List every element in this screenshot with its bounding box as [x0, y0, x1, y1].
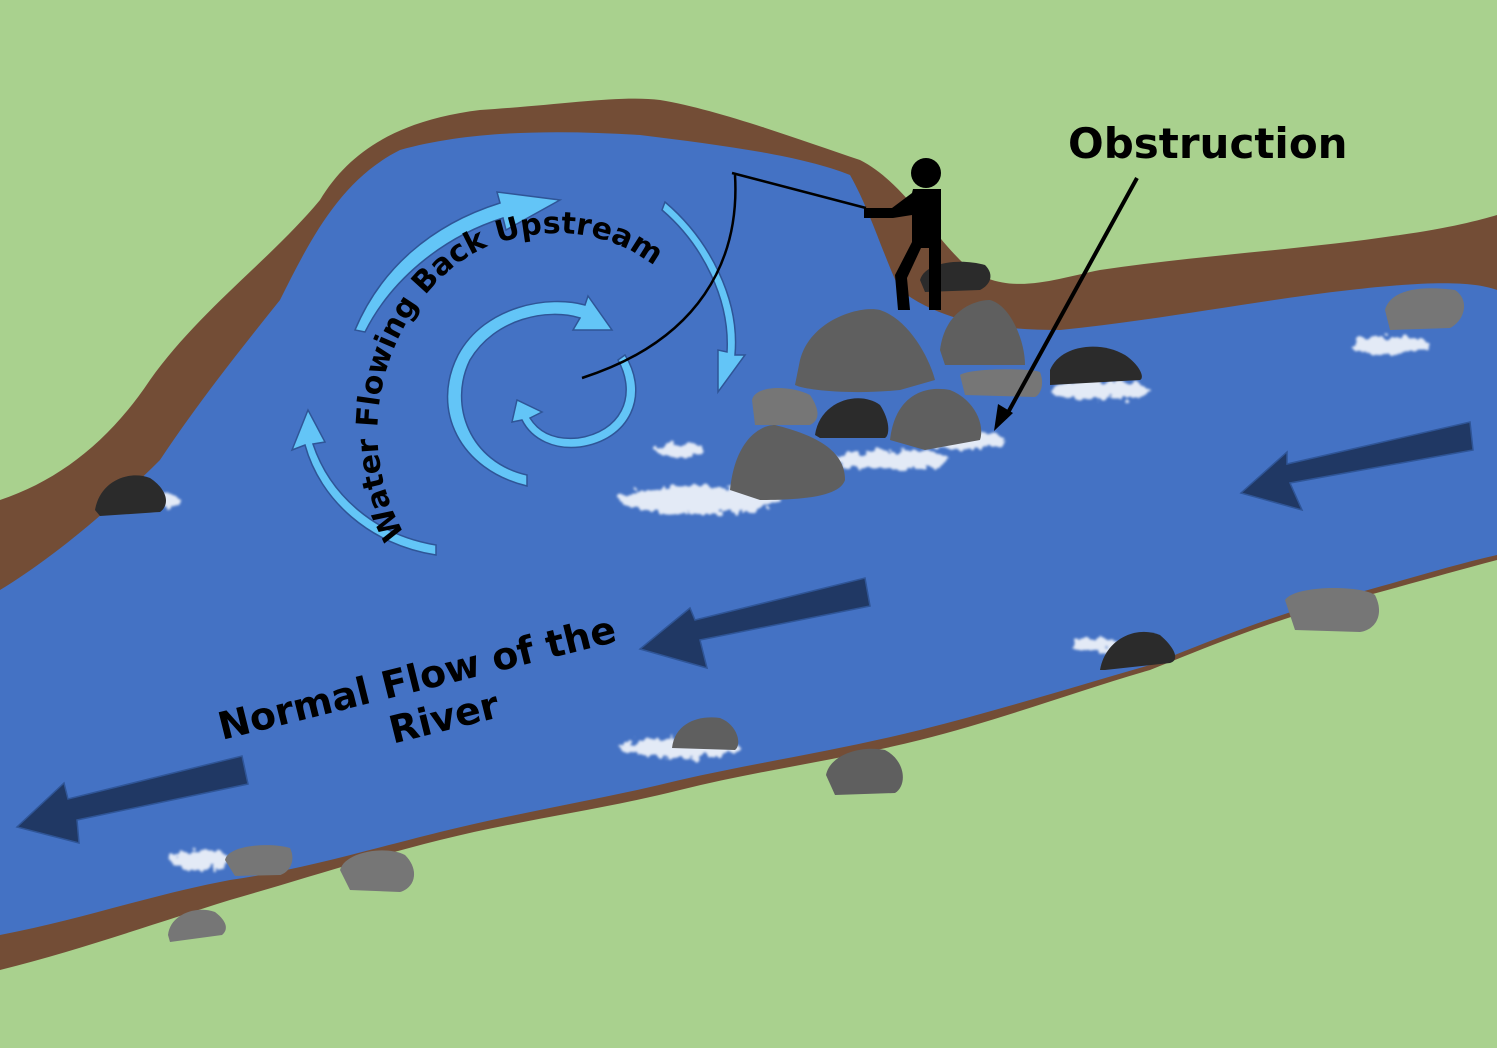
rock-icon — [672, 717, 739, 750]
rock-icon — [752, 388, 818, 425]
rock-icon — [95, 475, 166, 516]
obstruction-label: Obstruction — [1068, 119, 1348, 168]
rock-icon — [890, 388, 982, 450]
fisherman-icon — [864, 158, 941, 310]
eddy-arrows — [290, 191, 747, 556]
curved-arrow-icon — [290, 408, 437, 556]
rock-icon — [795, 309, 935, 393]
rock-icon — [940, 300, 1025, 365]
rock-icon — [168, 909, 226, 942]
river-water — [0, 132, 1497, 935]
curved-arrow-icon — [661, 200, 747, 395]
rock-icon — [1385, 288, 1465, 330]
arrow-left-icon — [1239, 421, 1474, 512]
rock-icon — [1050, 346, 1142, 385]
rock-icon — [815, 398, 889, 438]
curved-arrow-icon — [446, 294, 614, 487]
rock-icon — [225, 845, 293, 876]
rocks — [95, 261, 1465, 942]
fishing-line — [581, 171, 867, 380]
obstruction-pointer — [994, 177, 1139, 431]
rock-icon — [826, 748, 903, 795]
flow-arrows — [15, 421, 1474, 844]
rock-icon — [1285, 588, 1380, 632]
rock-icon — [1100, 631, 1176, 670]
rock-icon — [730, 425, 845, 500]
rock-icon — [340, 850, 415, 892]
arrow-left-icon — [15, 755, 249, 844]
curved-arrow-icon — [353, 191, 563, 333]
curved-arrow-icon — [511, 353, 637, 449]
arrow-left-icon — [638, 577, 871, 670]
